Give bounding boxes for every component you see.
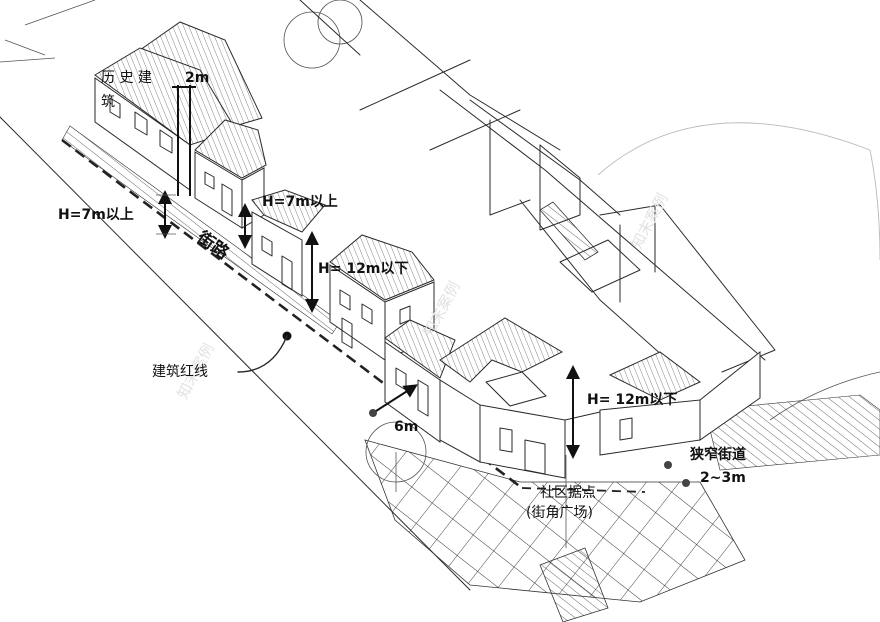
- corner-plaza-crosshatch: [364, 439, 746, 603]
- narrow-width-label: 2~3m: [700, 470, 746, 486]
- historic-building-label-1: 历 史 建: [101, 70, 152, 86]
- stairs-back: [539, 201, 599, 261]
- height-mid-label: H=7m以上: [262, 194, 338, 210]
- historic-building-label-2: 筑: [101, 94, 115, 110]
- tree-circle-top: [283, 11, 341, 69]
- height-12-lower-label: H= 12m以下: [587, 392, 677, 408]
- height-left-label: H=7m以上: [58, 207, 134, 223]
- height-12-upper-label: H= 12m以下: [318, 261, 408, 277]
- building-courtyard: [439, 317, 566, 479]
- dimension-marks: [156, 85, 690, 548]
- narrow-street-dot-2: [682, 479, 690, 487]
- sidewalk-hatch: [61, 125, 341, 335]
- setback-label: 2m: [185, 70, 209, 86]
- community-node-label: 社区据点: [540, 485, 596, 501]
- building-3: [251, 189, 326, 297]
- narrow-street-dot-1: [664, 461, 672, 469]
- building-line-label: 建筑红线: [152, 364, 208, 380]
- watermark-1: 知末案例: [628, 190, 672, 251]
- width-6m-label: 6m: [394, 419, 418, 435]
- width-dot: [369, 409, 377, 417]
- street: [0, 116, 746, 603]
- tree-circle-top-2: [317, 0, 363, 45]
- narrow-street-label: 狭窄街道: [689, 446, 746, 463]
- right-street-hatch: [704, 394, 880, 471]
- corner-plaza-label: (街角广场): [526, 505, 593, 521]
- building-right-courtyard: [564, 350, 761, 456]
- building-historic: [94, 21, 263, 191]
